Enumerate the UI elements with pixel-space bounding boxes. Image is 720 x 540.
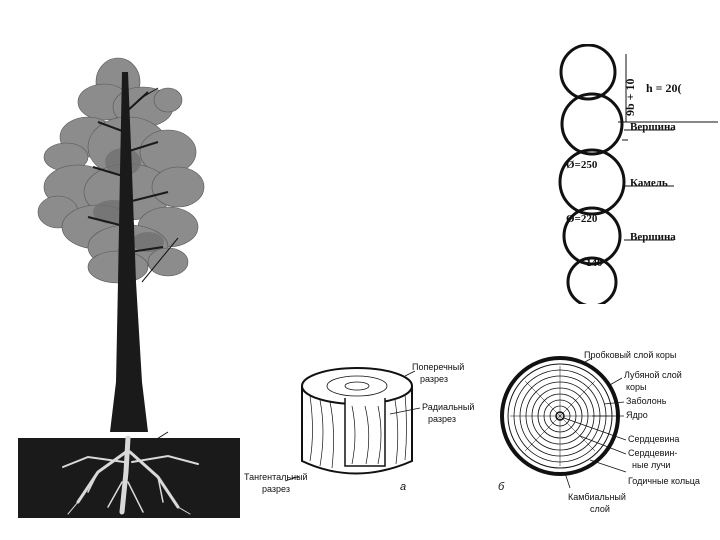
- label-top: Вершина: [630, 121, 676, 133]
- label-middle: Камель: [630, 177, 668, 189]
- height-label: h = 20(: [646, 81, 682, 95]
- log-stack-diagram: 9b + 10 h = 20( Вершина Ø=250 Камель Ø=2…: [548, 44, 720, 304]
- label-bottom: Вершина: [630, 231, 676, 243]
- heartwood-label: Сердцевина: [628, 434, 679, 444]
- tangential-section-label-2: разрез: [262, 484, 290, 494]
- cambium-label-1: Камбиальный: [568, 492, 626, 502]
- cambium-label-2: слой: [590, 504, 610, 514]
- cross-section-label-1: Поперечный: [412, 362, 464, 372]
- bast-layer-label-2: коры: [626, 382, 647, 392]
- figure-letter-b: б: [498, 481, 505, 493]
- dim-formula: 9b + 10: [623, 78, 637, 116]
- bast-layer-label-1: Лубяной слой: [624, 370, 682, 380]
- radial-section-label-2: разрез: [428, 414, 456, 424]
- cross-section-label-2: разрез: [420, 374, 448, 384]
- bottom-value: 140: [586, 257, 603, 269]
- annual-rings-label: Годичные кольца: [628, 476, 700, 486]
- tangential-section-label-1: Тангентальный: [244, 472, 308, 482]
- heart-rays-label-2: ные лучи: [632, 460, 670, 470]
- wood-sections-diagram: Поперечный разрез Радиальный разрез Танг…: [240, 336, 720, 516]
- radial-section-label-1: Радиальный: [422, 402, 474, 412]
- figure-letter-a: а: [400, 481, 406, 493]
- sapwood-label: Заболонь: [626, 396, 667, 406]
- tree-illustration: [18, 52, 240, 518]
- diameter-1: Ø=250: [566, 159, 598, 171]
- core-label: Ядро: [626, 410, 648, 420]
- cork-layer-label: Пробковый слой коры: [584, 350, 676, 360]
- cut-log-illustration: [302, 368, 412, 474]
- diameter-2: Ø=220: [566, 213, 598, 225]
- heart-rays-label-1: Сердцевин-: [628, 448, 677, 458]
